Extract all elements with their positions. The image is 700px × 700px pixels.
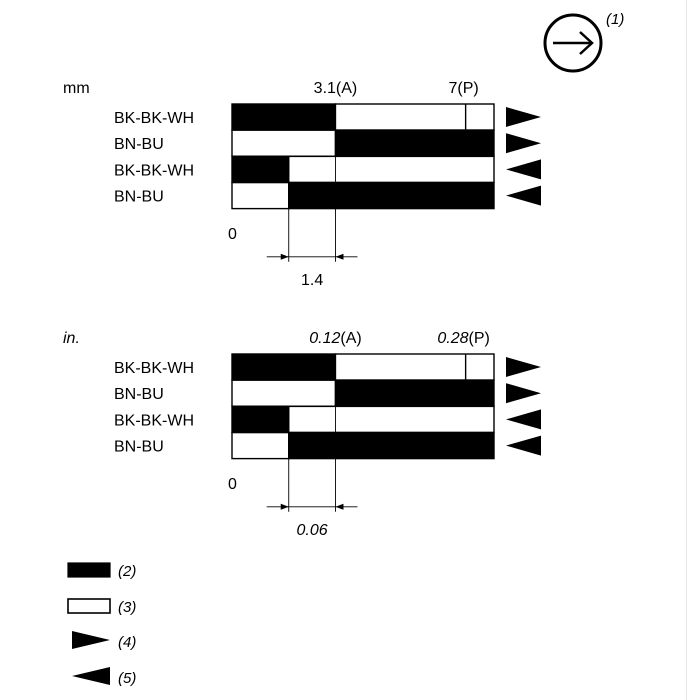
unit-label: mm — [63, 80, 90, 97]
dimension-arrow-icon — [335, 253, 344, 260]
closed-segment — [334, 129, 495, 157]
legend-right-ref: (4) — [118, 634, 136, 651]
closed-segment — [288, 181, 495, 210]
point-a-suffix: (A) — [336, 80, 357, 97]
contact-row: BK-BK-WH — [114, 353, 541, 381]
right-arrow-icon — [506, 107, 541, 127]
legend-right-arrow-icon — [72, 631, 110, 649]
unit-label: in. — [63, 330, 80, 347]
symbol-ref: (1) — [606, 11, 624, 28]
point-p-suffix: (P) — [457, 80, 478, 97]
point-p-value: 0.28 — [437, 330, 468, 347]
open-segment — [334, 103, 495, 131]
zero-label: 0 — [228, 476, 237, 493]
contact-label: BK-BK-WH — [114, 162, 194, 179]
right-arrow-icon — [506, 383, 541, 404]
contact-row: BK-BK-WH — [114, 405, 541, 434]
legend-black-bar — [67, 562, 111, 578]
contact-row: BK-BK-WH — [114, 103, 541, 131]
direction-symbol-icon — [543, 13, 603, 73]
right-arrow-icon — [506, 357, 541, 377]
contact-row: BN-BU — [114, 129, 541, 157]
contact-row: BN-BU — [114, 181, 541, 210]
open-segment — [288, 155, 495, 184]
contact-row: BN-BU — [114, 431, 541, 460]
point-a-label: 0.12(A) — [309, 330, 361, 347]
open-segment — [288, 405, 495, 434]
contact-label: BN-BU — [114, 439, 164, 456]
page-edge-line — [686, 0, 687, 700]
open-segment — [231, 379, 337, 407]
closed-segment — [231, 103, 337, 131]
closed-segment — [231, 155, 290, 184]
point-p-label: 7(P) — [449, 80, 479, 97]
open-segment — [231, 181, 290, 210]
contact-label: BN-BU — [114, 386, 164, 403]
point-a-value: 3.1 — [314, 80, 336, 97]
legend-left-ref: (5) — [118, 670, 136, 687]
point-a-label: 3.1(A) — [314, 80, 358, 97]
left-arrow-icon — [506, 185, 541, 206]
switching-chart: in. 0.12(A) 0.28(P) BK-BK-WH BN-BU BK-BK-WH BN… — [63, 330, 541, 539]
point-p-label: 0.28(P) — [437, 330, 489, 347]
closed-segment — [334, 379, 495, 407]
contact-label: BK-BK-WH — [114, 360, 194, 377]
contact-label: BK-BK-WH — [114, 110, 194, 127]
contact-label: BN-BU — [114, 189, 164, 206]
left-arrow-icon — [506, 435, 541, 456]
left-arrow-icon — [506, 159, 541, 180]
legend-left-arrow-icon — [72, 667, 110, 685]
point-p-value: 7 — [449, 80, 458, 97]
point-a-suffix: (A) — [340, 330, 361, 347]
contact-label: BK-BK-WH — [114, 412, 194, 429]
dimension-arrow-icon — [335, 503, 344, 510]
open-segment — [334, 353, 495, 381]
differential-travel-value: 1.4 — [301, 272, 323, 289]
contact-row: BK-BK-WH — [114, 155, 541, 184]
closed-segment — [231, 405, 290, 434]
point-a-value: 0.12 — [309, 330, 340, 347]
left-arrow-icon — [506, 409, 541, 430]
zero-label: 0 — [228, 226, 237, 243]
dimension-arrow-icon — [280, 253, 289, 260]
contact-row: BN-BU — [114, 379, 541, 407]
dimension-arrow-icon — [280, 503, 289, 510]
legend-white-bar — [67, 598, 111, 614]
contact-label: BN-BU — [114, 136, 164, 153]
point-p-suffix: (P) — [469, 330, 490, 347]
switching-chart: mm 3.1(A) 7(P) BK-BK-WH BN-BU BK-BK-WH BN-BU 0 1… — [63, 80, 541, 289]
legend-black-ref: (2) — [118, 563, 136, 580]
open-segment — [231, 129, 337, 157]
legend: (2) (3) (4) (5) — [67, 562, 136, 687]
right-arrow-icon — [506, 133, 541, 154]
differential-travel-value: 0.06 — [297, 522, 328, 539]
closed-segment — [231, 353, 337, 381]
open-segment — [231, 431, 290, 460]
closed-segment — [288, 431, 495, 460]
legend-white-ref: (3) — [118, 599, 136, 616]
